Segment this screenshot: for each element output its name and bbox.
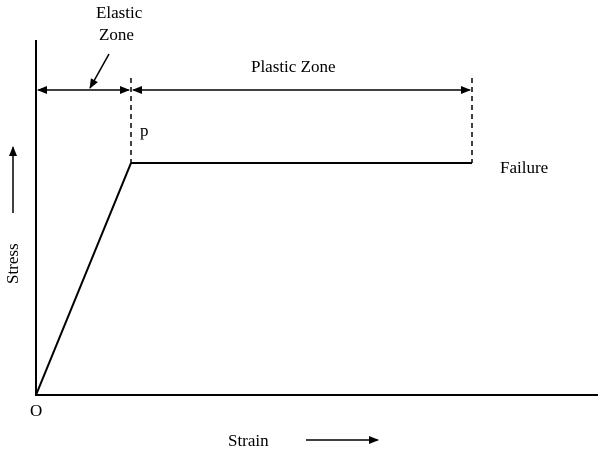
elastic-label-leader-arrow xyxy=(89,53,110,89)
elastic-zone-label-line1: Elastic xyxy=(96,3,143,22)
origin-label: O xyxy=(30,401,42,420)
elastic-zone-label-line2: Zone xyxy=(99,25,134,44)
elastic-line xyxy=(35,162,132,396)
x-axis-label: Strain xyxy=(228,431,269,450)
failure-label: Failure xyxy=(500,158,548,177)
point-p-label: p xyxy=(140,121,149,140)
plastic-zone-label: Plastic Zone xyxy=(251,57,336,76)
y-axis-label: Stress xyxy=(3,243,22,284)
